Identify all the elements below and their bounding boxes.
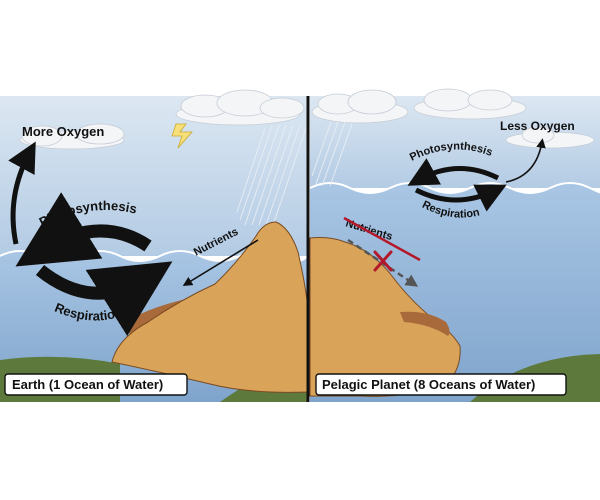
pelagic-cloud-right: [505, 126, 595, 149]
earth-panel: More Oxygen Photosynthesis Respiration N…: [0, 89, 308, 402]
pelagic-caption-box: [315, 373, 567, 396]
pelagic-respiration-arrow: [414, 184, 507, 212]
earth-oxygen-arrow: [8, 141, 36, 245]
earth-island: [111, 221, 308, 393]
pelagic-wave-line: [309, 182, 600, 194]
pelagic-less-oxygen-label: Less Oxygen: [500, 119, 575, 133]
pelagic-caption: Pelagic Planet (8 Oceans of Water): [322, 377, 535, 392]
pelagic-panel: Less Oxygen Photosynthesis Respiration N…: [309, 88, 600, 402]
earth-photosynthesis-arrow: [15, 192, 152, 267]
blocked-x-icon: [373, 250, 393, 272]
pelagic-nutrients-dashed-arrow: [347, 238, 419, 287]
pelagic-oxygen-arrow: [505, 138, 546, 183]
pelagic-cloud-top: [311, 88, 527, 124]
earth-more-oxygen-label: More Oxygen: [22, 124, 104, 139]
lightning-icon: [171, 123, 193, 149]
earth-cloud-left: [19, 123, 125, 150]
earth-respiration-arrow: [35, 261, 173, 336]
pelagic-photosynthesis-arrow: [407, 158, 500, 186]
earth-cloud-top: [175, 89, 305, 126]
pelagic-rain: [311, 121, 353, 187]
nutrients-strike-line: [343, 216, 421, 262]
earth-nutrients-arrow: [182, 239, 259, 287]
earth-rain: [236, 124, 307, 226]
pelagic-shelf: [400, 311, 450, 336]
earth-caption-box: [4, 373, 188, 396]
earth-caption: Earth (1 Ocean of Water): [12, 377, 163, 392]
